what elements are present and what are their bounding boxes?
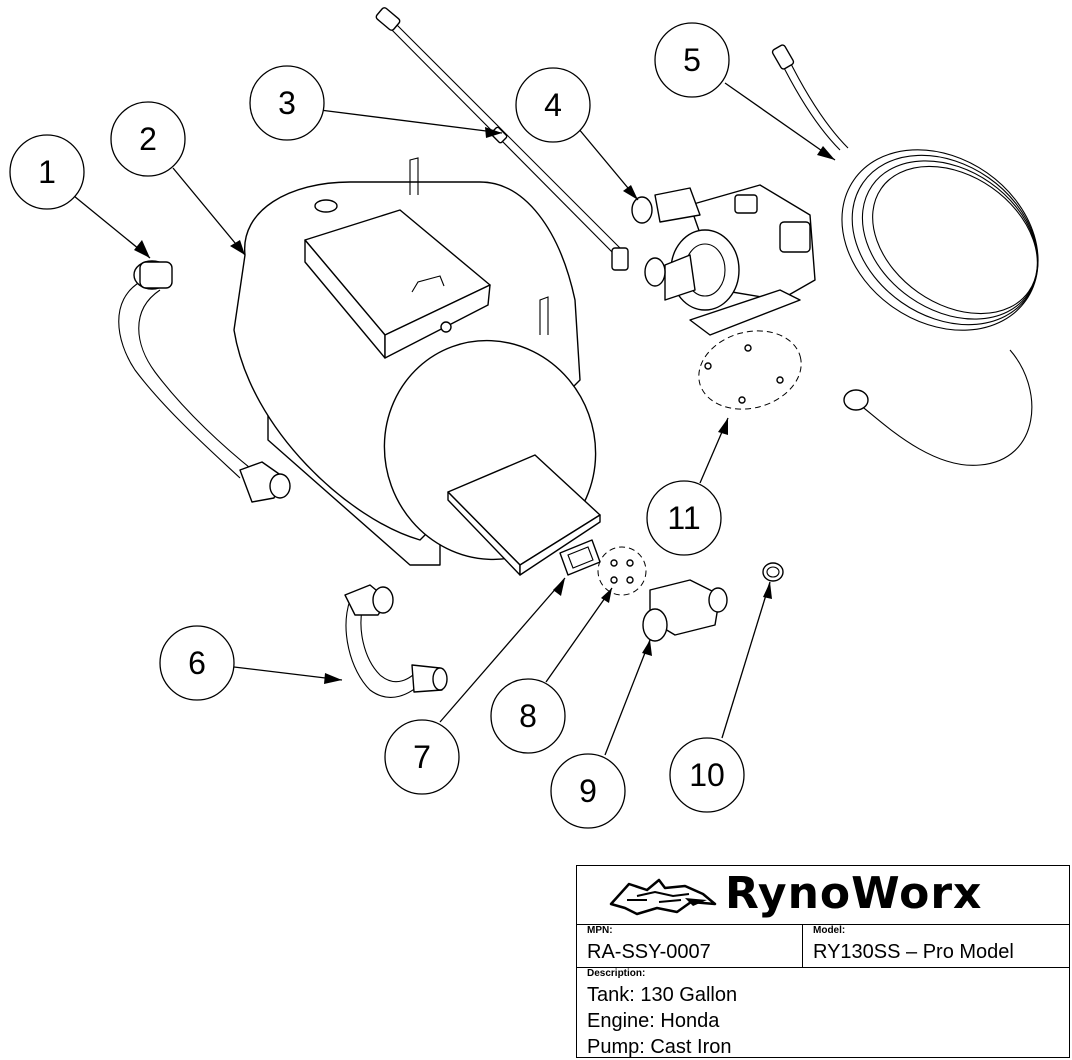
description-engine: Engine: Honda <box>587 1010 720 1032</box>
part-6-hose <box>344 584 448 698</box>
callout-2: 2 <box>110 101 186 177</box>
svg-text:8: 8 <box>519 698 537 734</box>
model-value: RY130SS – Pro Model <box>813 941 1014 963</box>
brand-name: RynoWorx <box>725 868 983 919</box>
description-label: Description: <box>587 968 646 979</box>
callout-3: 3 <box>249 65 325 141</box>
callout-6: 6 <box>159 625 235 701</box>
svg-text:5: 5 <box>683 42 701 78</box>
description-cell: Description: Tank: 130 Gallon Engine: Ho… <box>577 967 1069 1059</box>
brand-logo: RynoWorx <box>577 866 1069 925</box>
part-8-hardware <box>597 546 647 596</box>
callout-4: 4 <box>515 67 591 143</box>
rhino-logo-icon <box>609 878 717 916</box>
mpn-cell: MPN: RA-SSY-0007 <box>577 924 803 967</box>
mpn-label: MPN: <box>587 925 613 936</box>
part-10-fitting <box>762 562 784 582</box>
svg-text:11: 11 <box>667 500 700 536</box>
mpn-model-row: MPN: RA-SSY-0007 Model: RY130SS – Pro Mo… <box>577 924 1069 968</box>
callout-5: 5 <box>654 22 730 98</box>
svg-text:9: 9 <box>579 773 597 809</box>
part-9-manifold <box>642 579 728 642</box>
part-11-engine-hardware <box>698 330 802 410</box>
callout-11: 11 <box>646 480 722 556</box>
part-2-tank <box>233 157 601 576</box>
leader-lines <box>73 82 836 756</box>
mpn-value: RA-SSY-0007 <box>587 941 711 963</box>
callout-7: 7 <box>384 719 460 795</box>
svg-text:3: 3 <box>278 85 296 121</box>
svg-text:1: 1 <box>38 154 56 190</box>
svg-text:7: 7 <box>413 739 431 775</box>
svg-text:10: 10 <box>689 757 725 793</box>
part-4-engine-pump <box>631 184 816 336</box>
svg-text:4: 4 <box>544 87 562 123</box>
model-cell: Model: RY130SS – Pro Model <box>803 924 1071 967</box>
title-block: RynoWorx MPN: RA-SSY-0007 Model: RY130SS… <box>576 865 1070 1058</box>
callout-1: 1 <box>9 134 85 210</box>
part-5-coiled-hose <box>771 44 1039 466</box>
model-label: Model: <box>813 925 846 936</box>
part-3-wand <box>375 7 629 271</box>
description-pump: Pump: Cast Iron <box>587 1036 732 1058</box>
description-tank: Tank: 130 Gallon <box>587 984 738 1006</box>
callout-8: 8 <box>490 678 566 754</box>
svg-text:2: 2 <box>139 121 157 157</box>
callout-10: 10 <box>669 737 745 813</box>
callout-9: 9 <box>550 753 626 829</box>
part-1-suction-hose <box>118 260 291 503</box>
svg-text:6: 6 <box>188 645 206 681</box>
